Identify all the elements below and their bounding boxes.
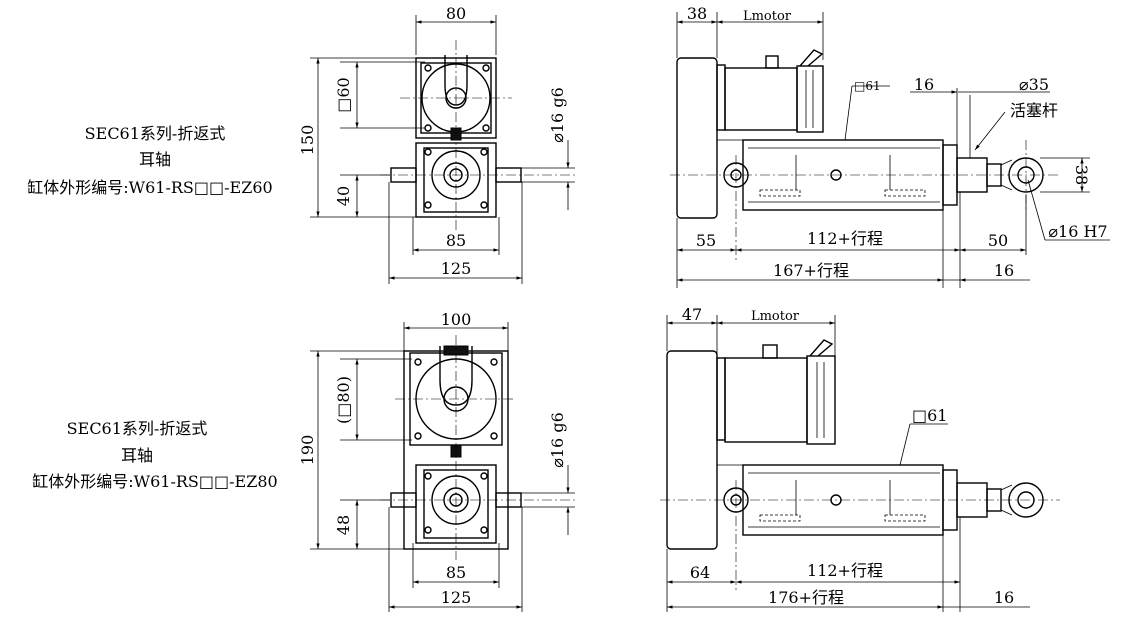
dim-top-lmotor: Lmotor <box>743 9 792 24</box>
bottom-mount-type: 耳轴 <box>120 446 153 465</box>
dim-top-stroke-112: 112+行程 <box>807 229 883 248</box>
dim-top-rod-35: ⌀35 <box>1019 75 1049 94</box>
dim-top-shaft-dia: ⌀16 g6 <box>548 87 567 143</box>
dim-top-cap-16: 16 <box>914 75 934 94</box>
dim-bottom-lmotor: Lmotor <box>751 309 800 324</box>
top-front-view: 80 150 □60 40 85 125 <box>298 4 575 284</box>
dim-top-offset-38: 38 <box>687 4 707 23</box>
dim-bottom-offset-47: 47 <box>682 305 702 324</box>
dim-top-total-167: 167+行程 <box>773 261 849 280</box>
dim-top-base-85: 85 <box>446 231 466 250</box>
dim-bottom-stroke-112: 112+行程 <box>807 561 883 580</box>
top-series-title: SEC61系列-折返式 <box>84 124 226 143</box>
dim-bottom-overall-125: 125 <box>441 588 472 607</box>
bottom-series-title: SEC61系列-折返式 <box>66 419 208 438</box>
dim-bottom-shaft-dia: ⌀16 g6 <box>548 412 567 468</box>
dim-top-55: 55 <box>696 231 716 250</box>
dim-top-height-150: 150 <box>298 125 317 156</box>
top-model-code: 缸体外形编号:W61-RS□□-EZ60 <box>27 178 273 197</box>
bottom-front-view: 100 190 (□80) 48 85 125 <box>298 310 575 612</box>
dim-top-shaft-40: 40 <box>334 186 353 206</box>
dim-bottom-height-190: 190 <box>298 435 317 466</box>
top-side-view: 38 Lmotor □61 16 ⌀35 活塞杆 38 ⌀16 H7 <box>670 4 1110 288</box>
bottom-model-code: 缸体外形编号:W61-RS□□-EZ80 <box>32 472 278 491</box>
dim-top-eye-38: 38 <box>1072 165 1091 185</box>
label-top-rod-name: 活塞杆 <box>1010 101 1058 120</box>
dim-bottom-base-85: 85 <box>446 563 466 582</box>
dim-top-16b: 16 <box>994 261 1014 280</box>
dim-bottom-tube-61: □61 <box>912 406 947 425</box>
dim-bottom-16: 16 <box>994 588 1014 607</box>
dim-top-overall-125: 125 <box>441 259 472 278</box>
dim-top-width-80: 80 <box>446 4 466 23</box>
dim-top-50: 50 <box>988 231 1008 250</box>
dim-bottom-flange-80: (□80) <box>334 376 353 424</box>
dim-top-tube-61: □61 <box>854 79 881 93</box>
top-mount-type: 耳轴 <box>138 150 171 169</box>
dim-bottom-64: 64 <box>690 563 710 582</box>
dim-bottom-shaft-48: 48 <box>334 515 353 535</box>
dim-top-eye-hole: ⌀16 H7 <box>1048 222 1107 241</box>
dim-bottom-total-176: 176+行程 <box>768 588 844 607</box>
dim-top-flange-60: □60 <box>334 77 353 112</box>
bottom-side-view: 47 Lmotor □61 64 112+行程 176+行程 16 <box>660 305 1060 612</box>
dim-bottom-width-100: 100 <box>441 310 472 329</box>
